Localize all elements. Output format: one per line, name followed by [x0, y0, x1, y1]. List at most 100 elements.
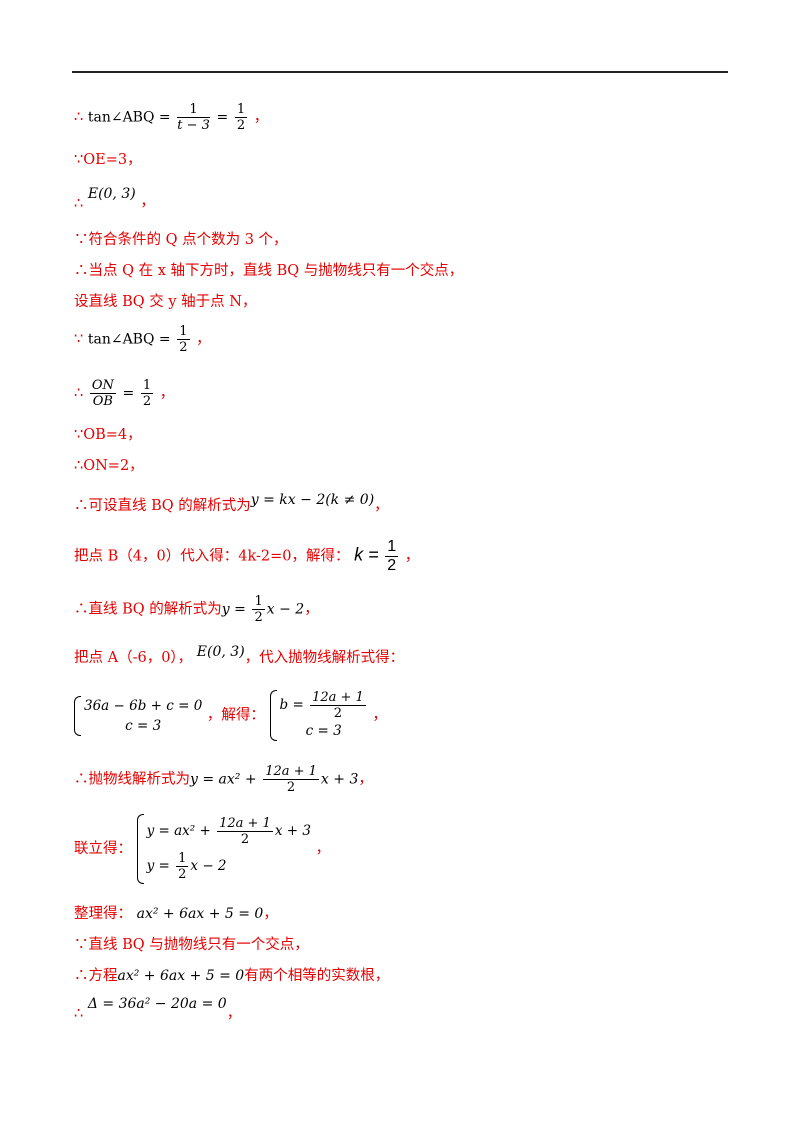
- line-point-e: ∴ E(0, 3) ，: [74, 184, 155, 212]
- punctuation: ，: [304, 601, 319, 618]
- text: ∴可设直线 BQ 的解析式为: [74, 498, 251, 514]
- math-expression: x + 3: [320, 771, 359, 788]
- denominator: 2: [178, 867, 187, 882]
- denominator: 2: [142, 394, 152, 409]
- punctuation: ，: [315, 841, 331, 857]
- because-symbol: ∵: [74, 331, 84, 348]
- numerator: 12a + 1: [217, 816, 273, 832]
- denominator: 2: [254, 610, 263, 625]
- equals-sign: =: [216, 109, 229, 126]
- therefore-symbol: ∴: [74, 109, 84, 126]
- math-expression: x − 2: [266, 601, 305, 618]
- punctuation: ，: [140, 194, 155, 210]
- math-expression: y =: [146, 858, 170, 874]
- denominator: 2: [240, 832, 250, 847]
- denominator: 2: [179, 340, 188, 355]
- header-rule: [72, 71, 728, 73]
- denominator: 2: [286, 780, 296, 795]
- punctuation: ，: [404, 548, 420, 565]
- line-simplify: 整理得： ax² + 6ax + 5 = 0，: [74, 904, 278, 924]
- text: 联立得：: [74, 841, 132, 857]
- numerator: 1: [177, 102, 210, 118]
- math-expression: y = kx − 2(k ≠ 0): [250, 492, 375, 508]
- math-expression: y = ax² +: [146, 823, 211, 839]
- text: 有两个相等的实数根，: [244, 968, 390, 984]
- numerator: 1: [385, 538, 399, 557]
- punctuation: ，: [159, 385, 175, 402]
- math-expression: tan∠ABQ =: [87, 331, 171, 348]
- denominator: t − 3: [177, 118, 210, 133]
- line-one-intersection: ∵直线 BQ 与抛物线只有一个交点，: [74, 937, 309, 953]
- line-substitute-points: 把点 A（-6，0）， E(0, 3)，代入抛物线解析式得：: [74, 642, 404, 666]
- line-on-2: ∴ON=2，: [74, 458, 144, 474]
- math-expression: E(0, 3): [196, 644, 245, 660]
- text: 把点 A（-6，0），: [74, 650, 193, 666]
- therefore-symbol: ∴: [74, 1006, 84, 1022]
- numerator: 1: [177, 324, 190, 340]
- denominator: 2: [387, 557, 397, 574]
- line-ob-4: ∵OB=4，: [74, 427, 142, 443]
- equation-row: c = 3: [125, 717, 162, 734]
- punctuation: ，: [374, 498, 389, 514]
- line-bq-form: ∴可设直线 BQ 的解析式为y = kx − 2(k ≠ 0)，: [74, 490, 389, 514]
- line-discriminant: ∴ Δ = 36a² − 20a = 0，: [74, 994, 241, 1022]
- numerator: 12a + 1: [310, 690, 366, 706]
- numerator: ON: [89, 378, 116, 394]
- math-expression: ax² + 6ax + 5 = 0: [117, 968, 245, 984]
- text: ，代入抛物线解析式得：: [244, 650, 405, 666]
- punctuation: ，: [253, 109, 269, 126]
- numerator: 1: [140, 378, 154, 394]
- text: 整理得：: [74, 906, 132, 922]
- line-equal-roots: ∴方程ax² + 6ax + 5 = 0有两个相等的实数根，: [74, 966, 389, 986]
- punctuation: ，: [196, 331, 211, 348]
- therefore-symbol: ∴: [74, 196, 84, 212]
- punctuation: ，: [358, 771, 373, 788]
- text: ，解得：: [206, 707, 265, 724]
- line-set-n: 设直线 BQ 交 y 轴于点 N，: [74, 294, 257, 310]
- brace: [269, 690, 277, 741]
- text: ∴方程: [74, 968, 118, 984]
- equation-row: 36a − 6b + c = 0: [84, 697, 203, 714]
- brace: [74, 695, 81, 736]
- math-expression: k =: [354, 544, 379, 565]
- math-expression: x − 2: [190, 858, 227, 874]
- text: 把点 B（4，0）代入得：4k-2=0，解得：: [74, 548, 350, 565]
- math-expression: y =: [221, 601, 246, 618]
- numerator: 1: [176, 851, 189, 867]
- denominator: 2: [236, 118, 246, 133]
- math-expression: b =: [279, 697, 304, 713]
- equals-sign: =: [122, 385, 135, 402]
- text: ∴抛物线解析式为: [74, 771, 190, 788]
- numerator: 1: [234, 102, 248, 118]
- math-expression: ax² + 6ax + 5 = 0: [136, 906, 264, 922]
- denominator: 2: [333, 706, 343, 721]
- math-expression: E(0, 3): [87, 186, 136, 202]
- punctuation: ，: [263, 906, 278, 922]
- line-q-below-axis: ∴当点 Q 在 x 轴下方时，直线 BQ 与抛物线只有一个交点，: [74, 263, 464, 279]
- equation-row: c = 3: [305, 723, 342, 739]
- line-oe-3: ∵OE=3，: [74, 152, 142, 168]
- numerator: 1: [252, 594, 265, 610]
- denominator: OB: [92, 394, 113, 409]
- punctuation: ，: [372, 707, 387, 724]
- punctuation: ，: [226, 1006, 242, 1022]
- math-expression: x + 3: [274, 823, 311, 839]
- equation-system: 36a − 6b + c = 0 c = 3: [74, 695, 203, 736]
